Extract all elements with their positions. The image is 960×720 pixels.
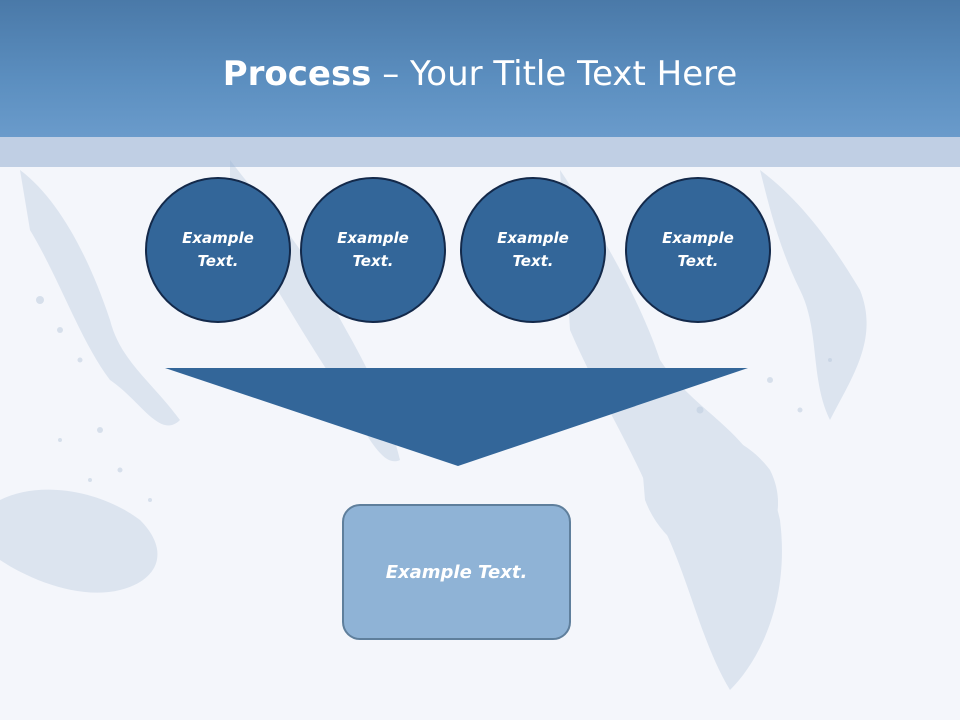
- process-circle-4: Example Text.: [625, 177, 771, 323]
- title-bar-band: [0, 137, 960, 167]
- process-circle-1-label: Example Text.: [182, 229, 254, 270]
- title-bar: [0, 0, 960, 137]
- slide-title-rest: – Your Title Text Here: [371, 54, 738, 94]
- process-circle-4-label: Example Text.: [662, 229, 734, 270]
- slide-title: Process – Your Title Text Here: [0, 50, 960, 98]
- process-circle-3: Example Text.: [460, 177, 606, 323]
- slide-title-bold: Process: [222, 54, 372, 94]
- process-circle-2-label: Example Text.: [337, 229, 409, 270]
- process-circle-3-label: Example Text.: [497, 229, 569, 270]
- result-box-label: Example Text.: [385, 561, 528, 583]
- process-circle-2: Example Text.: [300, 177, 446, 323]
- process-circle-1: Example Text.: [145, 177, 291, 323]
- result-box: Example Text.: [342, 504, 571, 640]
